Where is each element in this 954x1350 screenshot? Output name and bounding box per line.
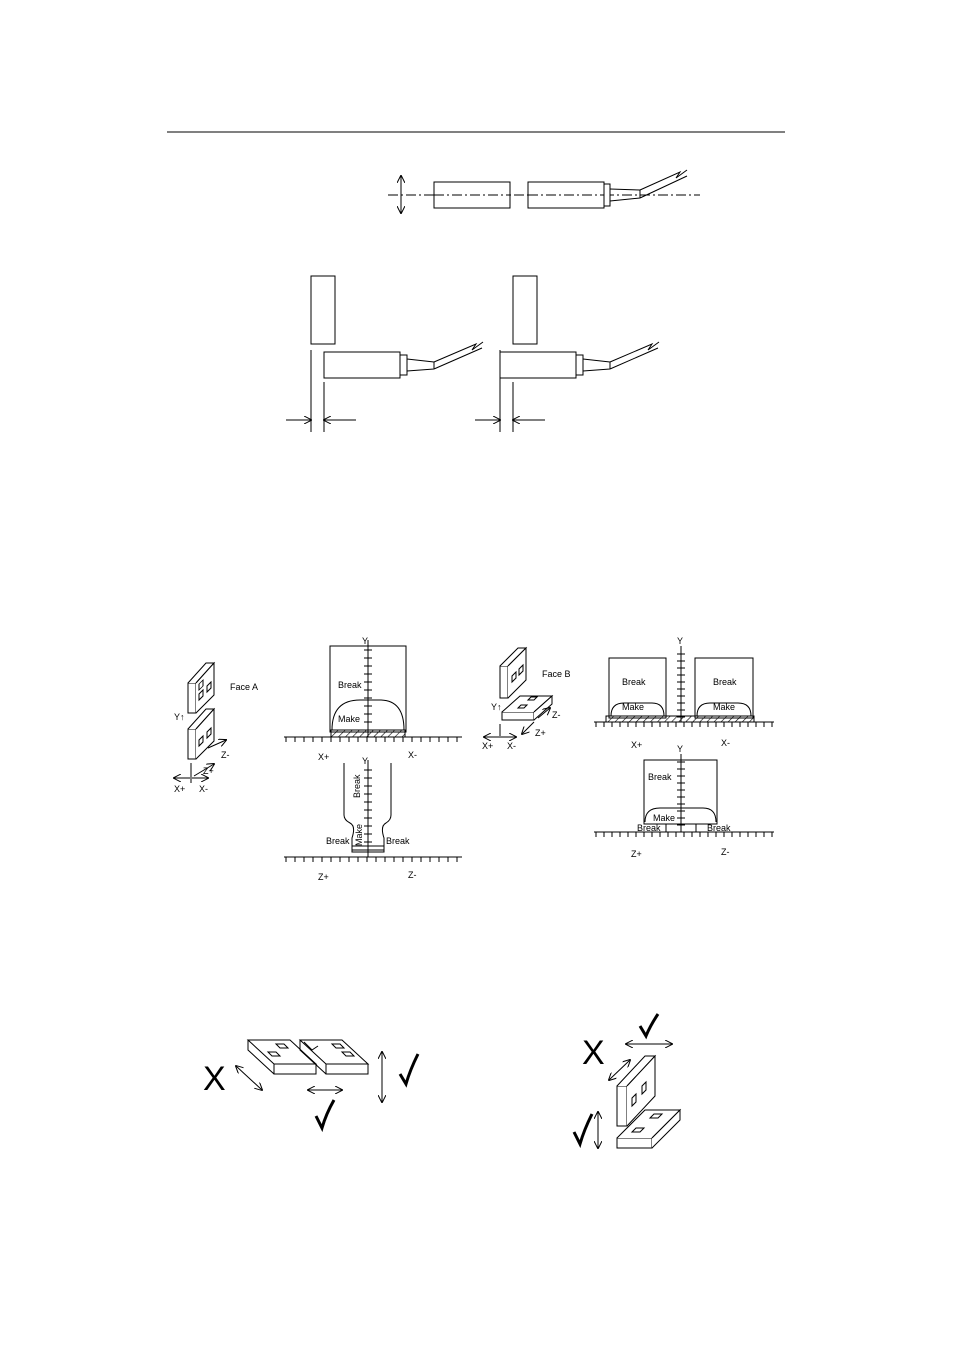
forbidden-mark: X	[203, 1060, 226, 1098]
offset-figure-left	[286, 276, 483, 432]
switch-body	[500, 352, 576, 378]
face-a-x-graph	[284, 640, 462, 742]
check-mark-icon	[640, 1014, 658, 1036]
perpendicular-approach	[598, 1044, 680, 1148]
magnet-body	[513, 276, 537, 344]
x-minus-label: X-	[507, 741, 516, 751]
check-mark-icon	[400, 1054, 418, 1084]
make-left-label: Make	[622, 702, 644, 712]
x-plus-label: X+	[318, 752, 329, 762]
y-axis-label: Y	[362, 756, 368, 766]
z-plus-label: Z+	[631, 849, 642, 859]
check-mark-icon	[316, 1100, 334, 1128]
z-minus-label: Z-	[408, 870, 417, 880]
y-up-label: Y↑	[491, 702, 502, 712]
break-right-label: Break	[386, 836, 410, 846]
make-label: Make	[653, 813, 675, 823]
switch-body	[324, 352, 400, 378]
break-right-label: Break	[707, 823, 731, 833]
break-label: Break	[648, 772, 672, 782]
z-plus-label: Z+	[535, 728, 546, 738]
break-left-label: Break	[637, 823, 661, 833]
z-minus-label: Z-	[721, 847, 730, 857]
break-left-label: Break	[326, 836, 350, 846]
face-b-isometric	[484, 648, 552, 738]
check-mark-icon	[574, 1114, 592, 1144]
z-plus-label: Z+	[318, 872, 329, 882]
z-minus-label: Z-	[221, 750, 230, 760]
magnet-body	[311, 276, 335, 344]
x-minus-label: X-	[408, 750, 417, 760]
break-label: Break	[352, 774, 362, 798]
y-axis-label: Y	[677, 636, 683, 646]
break-right-label: Break	[713, 677, 737, 687]
make-label: Make	[354, 824, 364, 846]
x-plus-label: X+	[482, 741, 493, 751]
z-minus-label: Z-	[552, 710, 561, 720]
offset-figure-right	[475, 276, 659, 432]
face-b-label: Face B	[542, 669, 571, 679]
face-a-label: Face A	[230, 682, 258, 692]
x-plus-label: X+	[174, 784, 185, 794]
z-plus-label: Z+	[203, 766, 214, 776]
y-axis-label: Y	[362, 636, 368, 646]
break-label: Break	[338, 680, 362, 690]
face-a-z-graph	[284, 760, 462, 862]
x-minus-label: X-	[721, 738, 730, 748]
x-minus-label: X-	[199, 784, 208, 794]
break-left-label: Break	[622, 677, 646, 687]
face-b-z-graph	[594, 754, 774, 837]
forbidden-mark: X	[582, 1034, 605, 1072]
side-by-side-approach	[236, 1040, 382, 1102]
axial-alignment-figure	[388, 170, 700, 213]
switch-cap	[604, 184, 610, 206]
make-right-label: Make	[713, 702, 735, 712]
y-axis-label: Y	[677, 744, 683, 754]
make-label: Make	[338, 714, 360, 724]
x-plus-label: X+	[631, 740, 642, 750]
face-a-isometric	[174, 663, 226, 783]
y-up-label: Y↑	[174, 712, 185, 722]
face-b-x-graph	[594, 646, 774, 727]
